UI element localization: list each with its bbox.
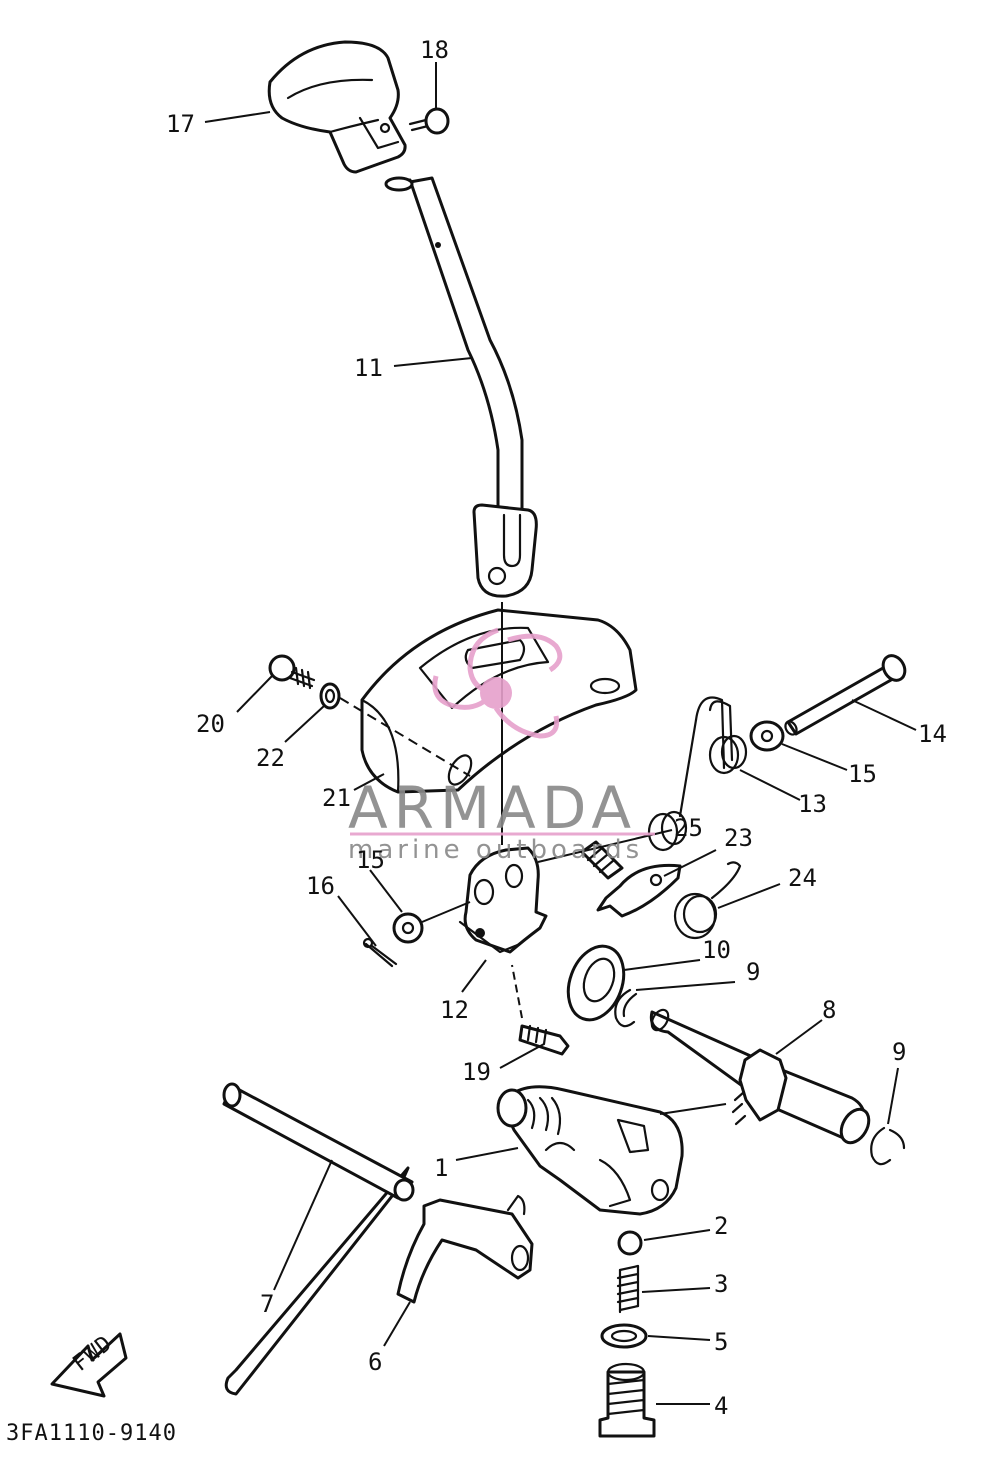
- part-1-shift-cam: [496, 1085, 684, 1216]
- part-25-screw: [580, 840, 624, 880]
- part-2-ball: [617, 1230, 643, 1256]
- part-11-shift-lever: [384, 176, 538, 598]
- part-3-spring: [616, 1264, 640, 1314]
- callout-1: 1: [434, 1154, 448, 1182]
- callout-2: 2: [714, 1212, 728, 1240]
- callout-19: 19: [462, 1058, 491, 1086]
- watermark-brand: ARMADA: [348, 774, 637, 842]
- part-14-pin: [784, 654, 907, 736]
- callout-4: 4: [714, 1392, 728, 1420]
- callout-14: 14: [918, 720, 947, 748]
- part-16-cotter-pin: [362, 937, 398, 968]
- part-22-washer: [319, 682, 341, 710]
- part-6-shift-fork: [396, 1194, 534, 1304]
- part-5-washer: [600, 1323, 648, 1349]
- callout-22: 22: [256, 744, 285, 772]
- part-15-washer-upper: [749, 720, 785, 752]
- part-17-grip: [267, 40, 407, 174]
- callout-5: 5: [714, 1328, 728, 1356]
- callout-24: 24: [788, 864, 817, 892]
- part-24-spring: [673, 861, 742, 940]
- callout-labels: 17 18 11 20 22 21 14 15 13 25 23 24 16 1…: [166, 36, 947, 1420]
- callout-6: 6: [368, 1348, 382, 1376]
- callout-23: 23: [724, 824, 753, 852]
- watermark-tagline: marine outboards: [348, 835, 643, 865]
- fwd-arrow-icon: FWD: [50, 1331, 128, 1398]
- callout-18: 18: [420, 36, 449, 64]
- part-13-spring: [647, 696, 748, 852]
- callout-9-lower: 9: [892, 1038, 906, 1066]
- callout-12: 12: [440, 996, 469, 1024]
- part-18-screw: [408, 107, 450, 135]
- callout-10: 10: [702, 936, 731, 964]
- part-19-bolt: [511, 964, 570, 1056]
- leader-lines: [204, 62, 917, 1405]
- callout-15-lower: 15: [356, 846, 385, 874]
- callout-16: 16: [306, 872, 335, 900]
- part-15-washer-lower: [392, 901, 471, 944]
- callout-9-upper: 9: [746, 958, 760, 986]
- part-9-circlip-lower: [870, 1126, 906, 1166]
- part-8-shift-shaft: [649, 1008, 871, 1145]
- part-23-stopper: [596, 863, 682, 918]
- propeller-icon: [432, 627, 563, 739]
- callout-8: 8: [822, 996, 836, 1024]
- part-12-lever-arm: [458, 846, 548, 954]
- part-20-bolt: [268, 654, 316, 690]
- callout-15-upper: 15: [848, 760, 877, 788]
- callout-25: 25: [674, 814, 703, 842]
- callout-3: 3: [714, 1270, 728, 1298]
- part-7-shift-rod: [222, 1082, 415, 1396]
- part-9-circlip-upper: [614, 988, 638, 1028]
- part-4-plug-bolt: [598, 1362, 656, 1438]
- callout-21: 21: [322, 784, 351, 812]
- callout-17: 17: [166, 110, 195, 138]
- callout-20: 20: [196, 710, 225, 738]
- armada-watermark: ARMADA marine outboards: [348, 627, 655, 865]
- callout-13: 13: [798, 790, 827, 818]
- callout-11: 11: [354, 354, 383, 382]
- callout-7: 7: [260, 1290, 274, 1318]
- diagram-code: 3FA1110-9140: [6, 1421, 177, 1446]
- part-10-oil-seal: [566, 944, 626, 1022]
